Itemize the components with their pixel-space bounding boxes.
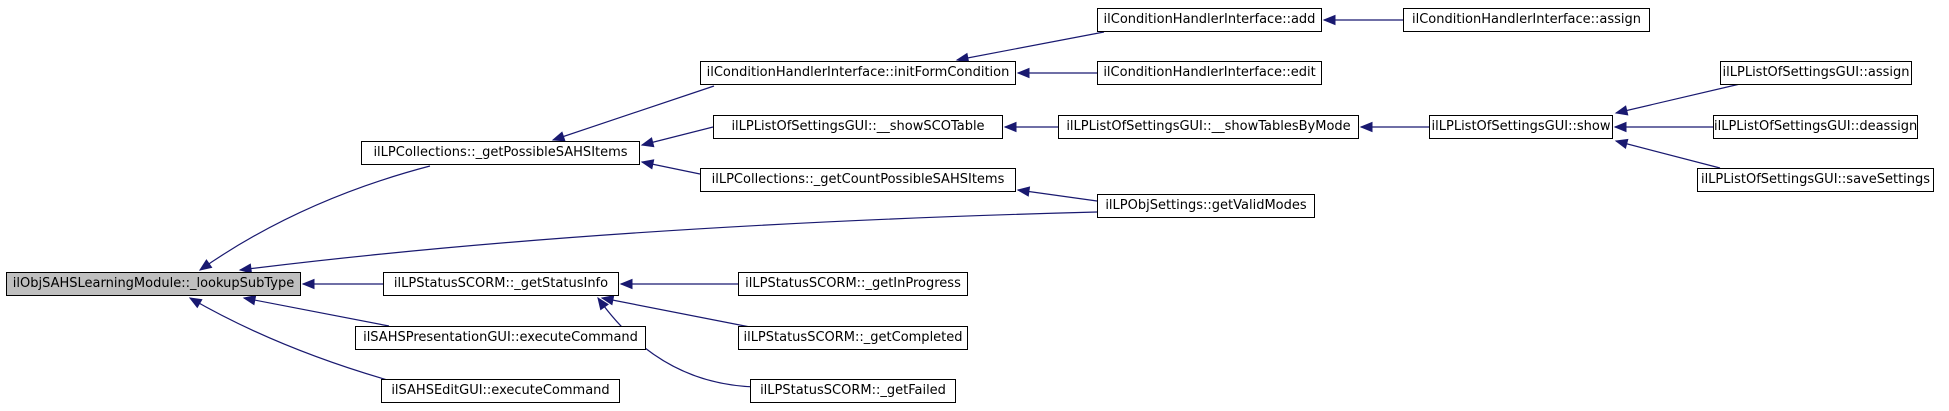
node-lookup-subtype: ilObjSAHSLearningModule::_lookupSubType bbox=[6, 272, 301, 296]
edge-add-to-initform bbox=[956, 31, 1105, 61]
edge-presentation-to-root-arrowhead bbox=[242, 295, 257, 306]
node-get-failed[interactable]: ilLPStatusSCORM::_getFailed bbox=[750, 379, 956, 403]
edge-count-to-possible-arrowhead bbox=[640, 159, 655, 170]
node-get-in-progress[interactable]: ilLPStatusSCORM::_getInProgress bbox=[738, 272, 968, 296]
node-init-form-condition[interactable]: ilConditionHandlerInterface::initFormCon… bbox=[700, 61, 1016, 85]
edge-valid-to-count-arrowhead bbox=[1016, 186, 1031, 197]
node-show-sco-table[interactable]: ilLPListOfSettingsGUI::__showSCOTable bbox=[713, 115, 1003, 139]
edge-failed-to-status bbox=[597, 297, 758, 388]
node-condition-edit[interactable]: ilConditionHandlerInterface::edit bbox=[1097, 61, 1322, 85]
edge-sco-to-possible-arrowhead bbox=[640, 137, 655, 148]
edge-initform-to-possible-arrowhead bbox=[551, 131, 566, 142]
edge-edit-to-root-arrowhead bbox=[188, 297, 203, 309]
node-get-count-possible[interactable]: ilLPCollections::_getCountPossibleSAHSIt… bbox=[700, 168, 1016, 192]
edge-sassign-to-show bbox=[1615, 83, 1741, 114]
edge-valid-to-root-arrowhead bbox=[238, 263, 253, 274]
node-settings-deassign[interactable]: ilLPListOfSettingsGUI::deassign bbox=[1713, 115, 1918, 139]
edge-ssave-to-show-arrowhead bbox=[1614, 138, 1629, 149]
edge-completed-to-status bbox=[601, 297, 751, 328]
edge-possible-to-root bbox=[199, 165, 431, 271]
edge-presentation-to-root bbox=[243, 297, 390, 327]
edge-completed-to-status-arrowhead bbox=[600, 295, 615, 306]
node-get-completed[interactable]: ilLPStatusSCORM::_getCompleted bbox=[738, 326, 968, 350]
node-presentation-execute[interactable]: ilSAHSPresentationGUI::executeCommand bbox=[355, 326, 646, 350]
node-show-tables-by-mode[interactable]: ilLPListOfSettingsGUI::__showTablesByMod… bbox=[1058, 115, 1359, 139]
edge-sassign-to-show-arrowhead bbox=[1614, 105, 1629, 116]
node-settings-assign[interactable]: ilLPListOfSettingsGUI::assign bbox=[1720, 61, 1912, 85]
edge-valid-to-root bbox=[239, 211, 1098, 271]
edge-inprogress-to-status-arrowhead bbox=[619, 278, 633, 290]
node-condition-assign[interactable]: ilConditionHandlerInterface::assign bbox=[1403, 8, 1650, 32]
edge-edit-to-initform-arrowhead bbox=[1016, 67, 1030, 79]
node-get-possible-sahs-items[interactable]: ilLPCollections::_getPossibleSAHSItems bbox=[361, 141, 640, 165]
edge-ssave-to-show bbox=[1615, 140, 1721, 169]
edge-initform-to-possible bbox=[552, 85, 715, 141]
edge-failed-to-status-arrowhead bbox=[597, 296, 609, 311]
edge-valid-to-count bbox=[1017, 189, 1098, 202]
node-condition-add[interactable]: ilConditionHandlerInterface::add bbox=[1097, 8, 1322, 32]
edge-show-to-tables-arrowhead bbox=[1359, 121, 1373, 133]
edge-sco-to-possible bbox=[641, 126, 714, 146]
edge-status-to-root-arrowhead bbox=[301, 278, 315, 290]
edge-edit-to-root bbox=[189, 297, 399, 384]
edge-possible-to-root-arrowhead bbox=[198, 259, 213, 271]
edge-sdeassign-to-show-arrowhead bbox=[1613, 121, 1627, 133]
edge-tables-to-sco-arrowhead bbox=[1003, 121, 1017, 133]
node-settings-save[interactable]: ilLPListOfSettingsGUI::saveSettings bbox=[1697, 168, 1934, 192]
node-get-status-info[interactable]: ilLPStatusSCORM::_getStatusInfo bbox=[383, 272, 619, 296]
node-edit-execute[interactable]: ilSAHSEditGUI::executeCommand bbox=[381, 379, 620, 403]
node-get-valid-modes[interactable]: ilLPObjSettings::getValidModes bbox=[1097, 194, 1315, 218]
edge-assign-to-add-arrowhead bbox=[1322, 14, 1336, 26]
node-settings-show[interactable]: ilLPListOfSettingsGUI::show bbox=[1429, 115, 1613, 139]
